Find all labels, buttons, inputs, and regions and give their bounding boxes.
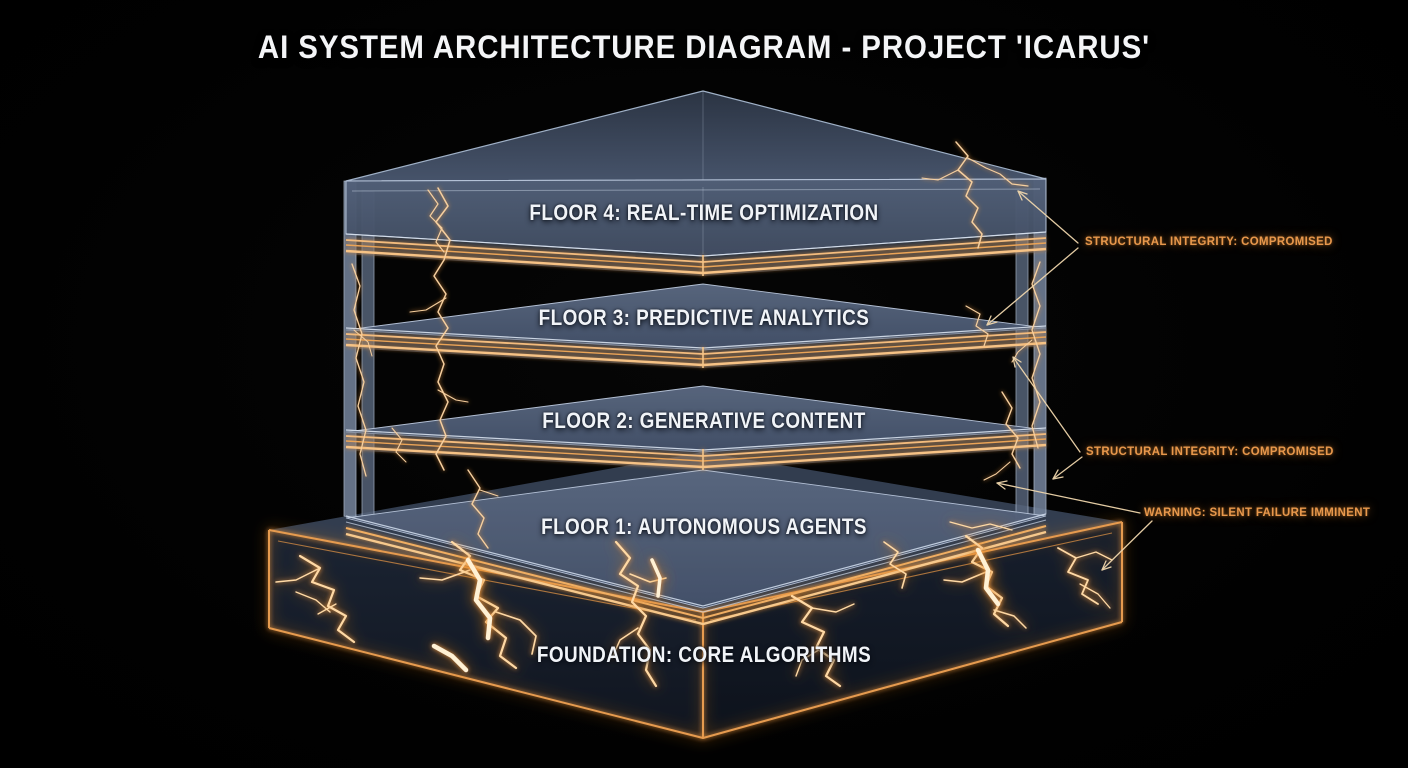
annotation-structural-integrity-upper: STRUCTURAL INTEGRITY: COMPROMISED — [1085, 234, 1333, 248]
foundation-cracks — [275, 521, 1113, 688]
foundation-left-face — [269, 530, 703, 738]
floor-2-label: FLOOR 2: GENERATIVE CONTENT — [542, 408, 866, 433]
floor-4-wall — [345, 178, 1047, 257]
floor-1-label: FLOOR 1: AUTONOMOUS AGENTS — [541, 514, 867, 539]
floor-1-platform — [345, 469, 1047, 609]
crack-hot-cores — [431, 547, 1001, 673]
slab-edge-floor2 — [345, 427, 1047, 470]
roof — [345, 90, 1047, 182]
slab-edge-floor3 — [345, 325, 1047, 368]
foundation-right-face — [703, 522, 1122, 738]
foundation-label: FOUNDATION: CORE ALGORITHMS — [536, 642, 872, 667]
tower-cracks — [351, 141, 1041, 549]
annotation-arrows — [986, 190, 1153, 571]
diagram-title: AI SYSTEM ARCHITECTURE DIAGRAM - PROJECT… — [257, 29, 1151, 65]
slab-edge-floor4 — [345, 231, 1047, 276]
floor-4-label: FLOOR 4: REAL-TIME OPTIMIZATION — [529, 200, 879, 225]
floor-3-label: FLOOR 3: PREDICTIVE ANALYTICS — [538, 305, 870, 330]
annotation-structural-integrity-lower: STRUCTURAL INTEGRITY: COMPROMISED — [1086, 444, 1334, 458]
annotation-warning-silent-failure: WARNING: SILENT FAILURE IMMINENT — [1144, 505, 1371, 519]
